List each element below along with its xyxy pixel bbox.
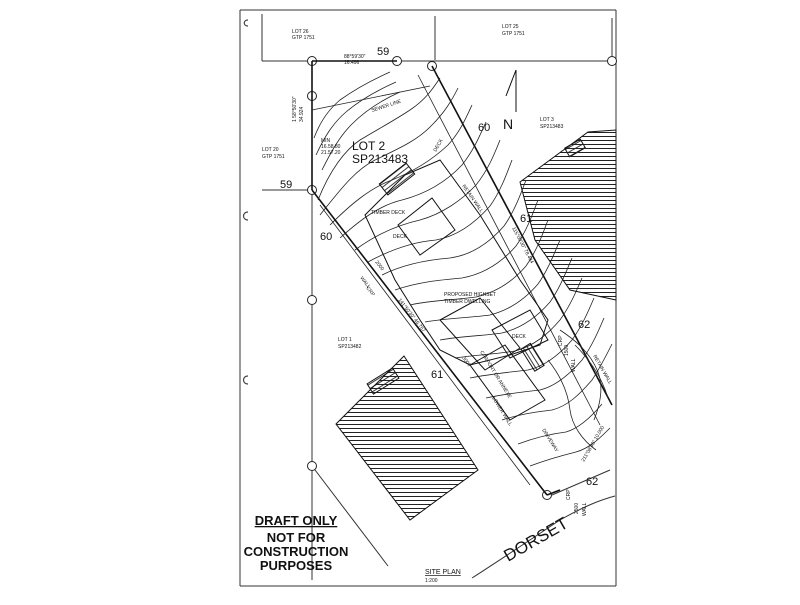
retain-wall-b-label: RETAIN WALL — [591, 354, 613, 386]
lot2-boundary — [311, 60, 613, 496]
driveway-label: DRIVEWAY — [540, 428, 559, 454]
road-name: DORSET — [501, 514, 572, 566]
dim-3000-label: 3000 — [460, 356, 472, 369]
setback-a-label: 16.58.80 — [321, 144, 341, 150]
wall-b-label: WALL — [571, 358, 577, 372]
left-bearing-label: 1 58°50'30" — [292, 96, 298, 122]
caption-scale: 1:200 — [425, 578, 438, 584]
dim-1500-label: 1500 — [564, 345, 570, 356]
lot26-label: LOT 26 — [292, 29, 309, 35]
carport-label: CARPORT OR ANNEXE — [478, 350, 512, 400]
deck-lower-label: DECK — [512, 334, 527, 340]
lot2-label: LOT 2 — [352, 139, 385, 153]
lower-wall-label: LOWER WALL — [490, 396, 513, 427]
contour-numbers: 59 59 60 60 61 61 62 62 — [280, 46, 598, 488]
north-arrow — [505, 69, 517, 112]
dwelling-label-2: TIMBER DWELLING — [444, 299, 491, 305]
lot26-plan-label: GTP 1751 — [292, 35, 315, 41]
stamp-line-2: NOT FOR — [267, 530, 326, 545]
timber-deck-label: TIMBER DECK — [371, 210, 406, 216]
setback-b-label: 21.57.20 — [321, 150, 341, 156]
contour-61-right: 61 — [520, 213, 532, 225]
min-setback-label: MIN — [321, 138, 331, 144]
north-label: N — [503, 116, 513, 132]
dim-2000-label: 2000 — [373, 260, 385, 273]
lot3-label: LOT 3 — [540, 117, 554, 123]
draft-stamp: DRAFT ONLY NOT FOR CONSTRUCTION PURPOSES — [244, 513, 349, 573]
top-bearing-label: 88°59'30" — [344, 54, 366, 60]
contour-59-left: 59 — [280, 179, 292, 191]
survey-pegs — [307, 56, 617, 500]
wall-c-label: WALL — [582, 502, 588, 516]
binder-marks — [242, 19, 249, 385]
sewer-line-label: SEWER LINE — [371, 98, 403, 113]
lot25-label: LOT 25 — [502, 24, 519, 30]
lot20-plan-label: GTP 1751 — [262, 154, 285, 160]
deck-upper-label: DECK — [433, 137, 445, 153]
left-distance-label: 34.924 — [299, 106, 305, 122]
lot-labels: LOT 26 GTP 1751 LOT 25 GTP 1751 LOT 3 SP… — [262, 24, 564, 350]
crp-b-label: CRP — [558, 335, 564, 346]
stamp-line-1: DRAFT ONLY — [255, 513, 338, 528]
contour-59-top: 59 — [377, 46, 389, 58]
lot2-plan-label: SP213483 — [352, 152, 408, 166]
road-edge — [471, 495, 616, 579]
lot1-plan-label: SP213482 — [338, 344, 362, 350]
crp-a-label: CRP — [364, 286, 376, 299]
stamp-line-4: PURPOSES — [260, 558, 333, 573]
proposed-dwelling — [364, 159, 549, 421]
neighbour-houses — [335, 129, 617, 521]
lot20-label: LOT 20 — [262, 147, 279, 153]
stamp-line-3: CONSTRUCTION — [244, 544, 349, 559]
caption-title: SITE PLAN — [425, 569, 461, 576]
contour-60-left: 60 — [320, 231, 332, 243]
contour-60-right: 60 — [478, 122, 490, 134]
contour-lines — [313, 71, 613, 467]
deck-mid-label: DECK — [393, 234, 408, 240]
lot25-plan-label: GTP 1751 — [502, 31, 525, 37]
lot3-plan-label: SP213483 — [540, 124, 564, 130]
contour-62-bottom: 62 — [586, 476, 598, 488]
crp-c-label: CRP — [566, 489, 572, 500]
frontage-label: 211°08'30" 10.000 — [581, 425, 607, 463]
contour-62-right: 62 — [578, 319, 590, 331]
dim-2500-label: 2500 — [574, 503, 580, 514]
contour-61-bottom: 61 — [431, 369, 443, 381]
lot1-label: LOT 1 — [338, 337, 352, 343]
top-distance-label: 16.496 — [344, 60, 360, 66]
drawing-caption: SITE PLAN 1:200 — [425, 569, 461, 584]
dwelling-label-1: PROPOSED HIGHSET — [444, 292, 496, 298]
setback-lines — [311, 74, 601, 486]
